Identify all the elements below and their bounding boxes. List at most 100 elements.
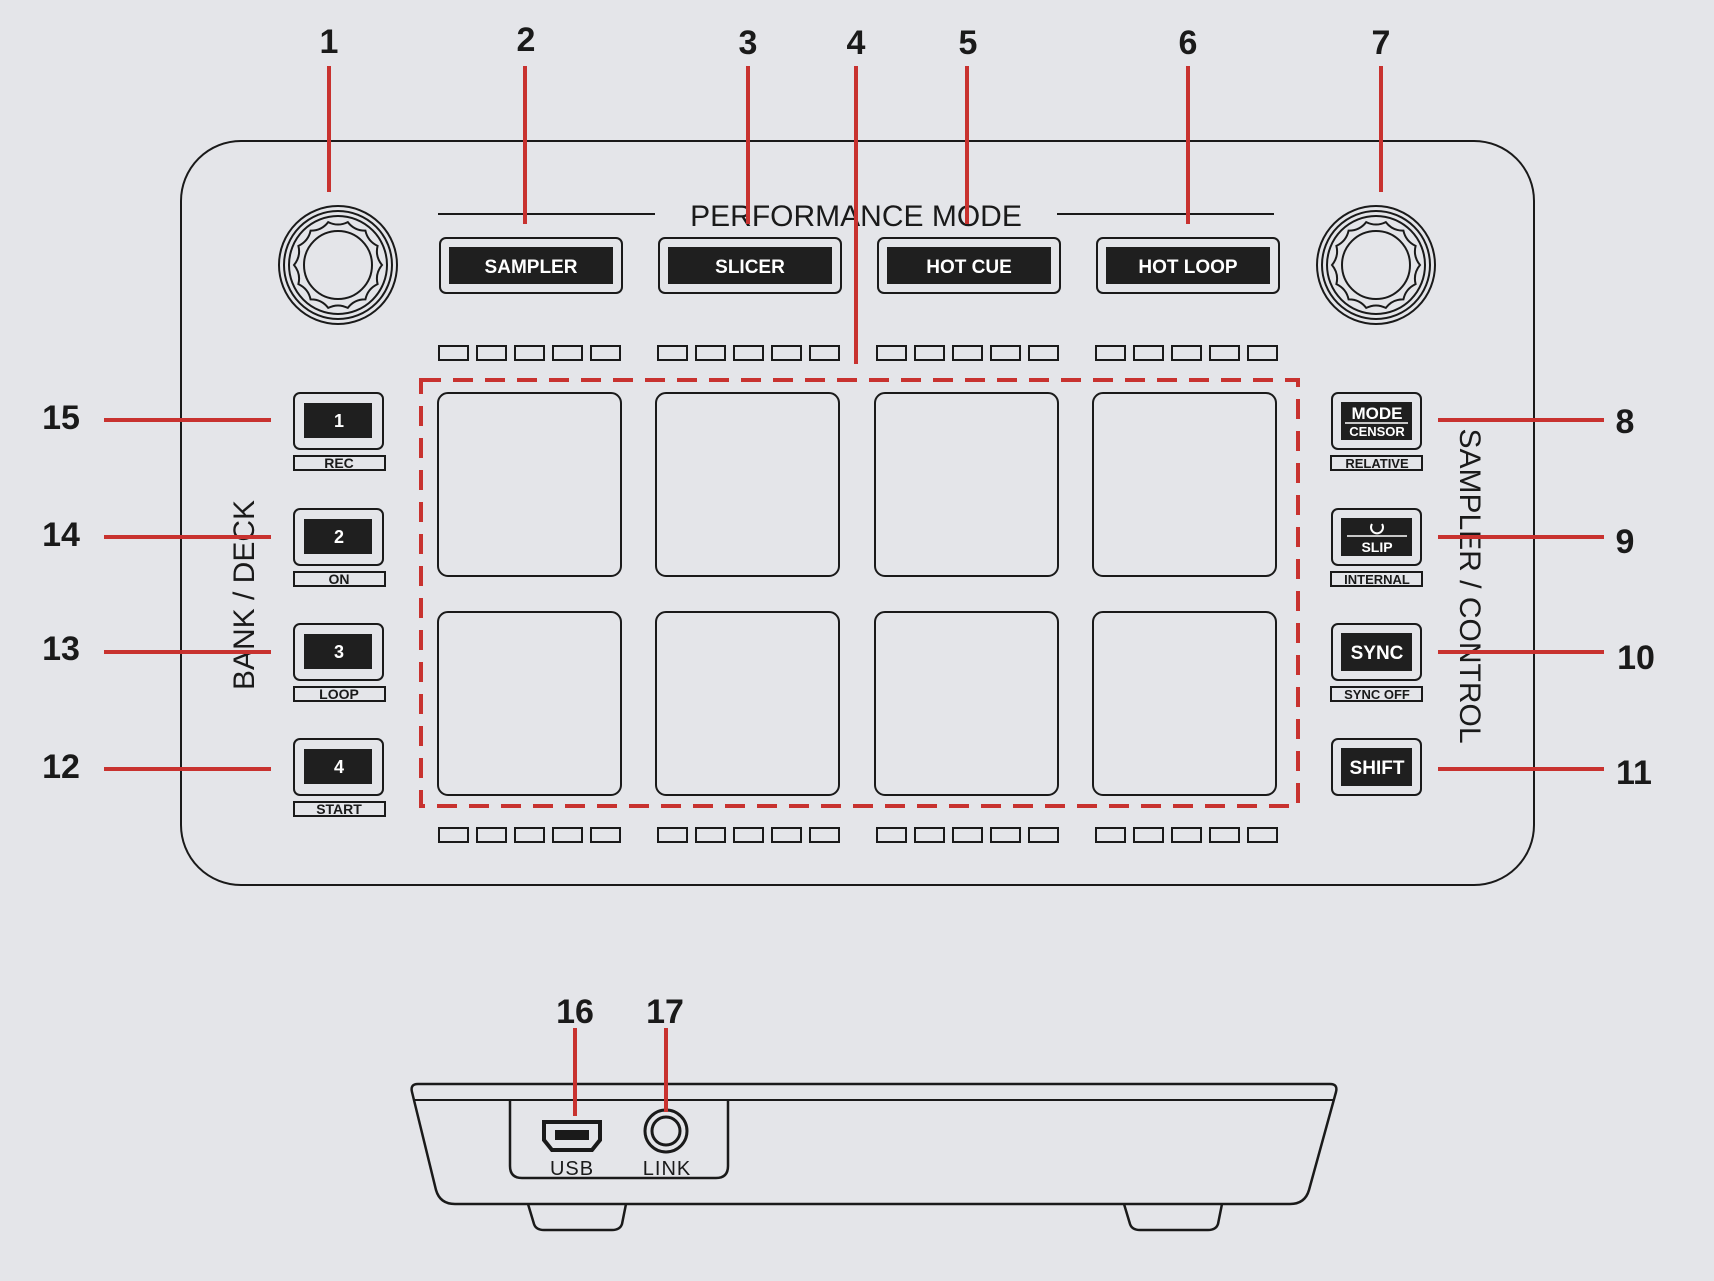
mode-button-sampler[interactable]: SAMPLER <box>439 237 623 294</box>
mode-button-label: HOT CUE <box>926 257 1012 278</box>
knob-cap <box>1341 230 1411 300</box>
led-indicator <box>771 345 802 361</box>
callout-number-12: 12 <box>42 748 80 786</box>
led-indicator <box>590 345 621 361</box>
led-indicator <box>1247 345 1278 361</box>
bank-deck-label: BANK / DECK <box>228 500 261 690</box>
slip-loop-icon <box>1370 523 1384 535</box>
callout-number-6: 6 <box>1179 24 1198 62</box>
mode-button-label: SLICER <box>715 257 785 278</box>
button-number: 2 <box>334 527 344 547</box>
button-frame <box>293 392 384 450</box>
mode-button-frame <box>658 237 842 294</box>
led-indicator <box>1028 827 1059 843</box>
led-indicator <box>733 345 764 361</box>
button-sublabel-box <box>1330 455 1423 471</box>
led-indicator <box>438 827 469 843</box>
led-indicator <box>657 345 688 361</box>
mode-button-label: HOT LOOP <box>1138 257 1238 278</box>
button-frame <box>1331 508 1422 566</box>
mode-button-group: SAMPLER SLICER HOT CUE HOT LOOP <box>439 237 1280 294</box>
led-indicator <box>952 345 983 361</box>
performance-pad-5[interactable] <box>437 611 622 796</box>
connector-panel <box>508 1100 730 1180</box>
led-indicator <box>809 345 840 361</box>
mode-button-label: SAMPLER <box>485 257 578 278</box>
led-indicator <box>1209 827 1240 843</box>
performance-pad-3[interactable] <box>874 392 1059 577</box>
mode-button-hot-loop[interactable]: HOT LOOP <box>1096 237 1280 294</box>
button-sublabel-box <box>293 571 386 587</box>
callout-number-13: 13 <box>42 630 80 668</box>
performance-pad-6[interactable] <box>655 611 840 796</box>
mode-button-slicer[interactable]: SLICER <box>658 237 842 294</box>
sampler-control-label: SAMPLER / CONTROL <box>1453 428 1486 743</box>
button-label-secondary: CENSOR <box>1349 424 1405 439</box>
callout-number-4: 4 <box>847 24 866 62</box>
pad-grid <box>437 392 1277 796</box>
rotary-knob-right[interactable] <box>1316 205 1436 325</box>
button-frame <box>293 508 384 566</box>
mode-button-hot-cue[interactable]: HOT CUE <box>877 237 1061 294</box>
callout-number-11: 11 <box>1616 754 1652 792</box>
led-indicator <box>476 827 507 843</box>
button-sublabel-box <box>293 455 386 471</box>
foot-left <box>526 1203 628 1232</box>
callout-number-10: 10 <box>1617 639 1655 677</box>
led-indicator <box>514 827 545 843</box>
control-button-shift[interactable]: SHIFT <box>1331 738 1422 796</box>
callout-number-8: 8 <box>1616 403 1635 441</box>
callout-number-15: 15 <box>42 399 80 437</box>
callout-number-5: 5 <box>959 24 978 62</box>
usb-port[interactable] <box>542 1120 602 1152</box>
led-indicator <box>952 827 983 843</box>
performance-pad-2[interactable] <box>655 392 840 577</box>
led-indicator <box>1133 345 1164 361</box>
foot-right <box>1122 1203 1224 1232</box>
performance-pad-1[interactable] <box>437 392 622 577</box>
button-sublabel: LOOP <box>319 686 359 702</box>
knob-ring <box>1326 215 1426 315</box>
led-indicator <box>1171 345 1202 361</box>
performance-pad-7[interactable] <box>874 611 1059 796</box>
button-frame <box>293 738 384 796</box>
led-indicator <box>1247 827 1278 843</box>
usb-label: USB <box>550 1158 594 1180</box>
performance-pad-8[interactable] <box>1092 611 1277 796</box>
callout-number-7: 7 <box>1372 24 1391 62</box>
link-jack[interactable] <box>643 1108 689 1154</box>
led-indicator <box>1133 827 1164 843</box>
led-indicator <box>990 345 1021 361</box>
button-sublabel: RELATIVE <box>1345 456 1409 471</box>
button-face <box>304 749 372 784</box>
button-sublabel: START <box>316 801 362 817</box>
button-face <box>304 634 372 669</box>
callout-number-17: 17 <box>646 993 684 1031</box>
button-face <box>1341 633 1412 671</box>
rotary-knob-left[interactable] <box>278 205 398 325</box>
button-frame <box>1331 623 1422 681</box>
knob-ring <box>288 215 388 315</box>
led-indicator <box>590 827 621 843</box>
link-jack-inner <box>650 1115 682 1147</box>
knob-grip <box>1330 220 1422 310</box>
link-label: LINK <box>643 1158 691 1180</box>
performance-pad-4[interactable] <box>1092 392 1277 577</box>
button-frame <box>1331 738 1422 796</box>
mode-button-frame <box>1096 237 1280 294</box>
usb-port-inner <box>555 1130 589 1140</box>
led-strip-group <box>438 345 1278 843</box>
button-sublabel: SYNC OFF <box>1344 687 1410 702</box>
callout-number-3: 3 <box>739 24 758 62</box>
bank-deck-button-2[interactable]: 2ON <box>293 508 386 587</box>
button-sublabel-box <box>1330 686 1423 702</box>
led-indicator <box>809 827 840 843</box>
